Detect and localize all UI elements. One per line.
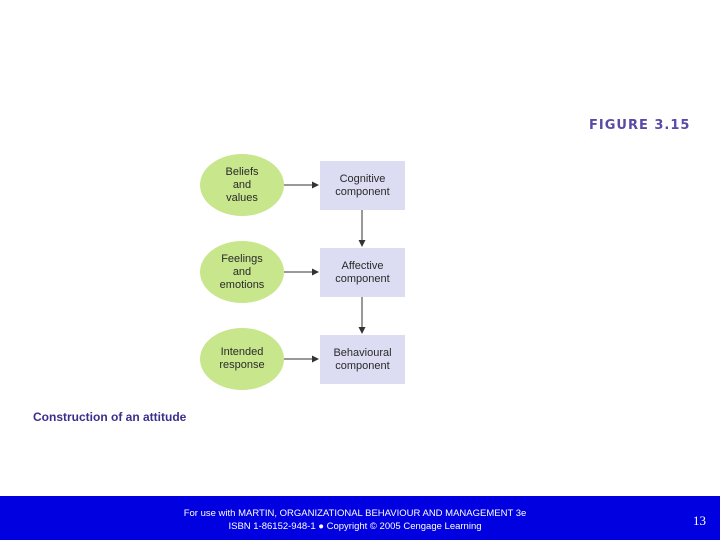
box-cognitive-component: Cognitive component — [320, 161, 405, 210]
box-affective-component: Affective component — [320, 248, 405, 297]
footer-line-1: For use with MARTIN, ORGANIZATIONAL BEHA… — [183, 508, 527, 519]
figure-label: FIGURE 3.15 — [589, 118, 691, 133]
footer-line-2: ISBN 1-86152-948-1 ● Copyright © 2005 Ce… — [228, 521, 482, 532]
box-behavioural-component: Behavioural component — [320, 335, 405, 384]
oval-intended-response: Intended response — [200, 328, 284, 390]
oval-feelings-and-emotions: Feelings and emotions — [200, 241, 284, 303]
figure-caption: Construction of an attitude — [33, 410, 187, 424]
page-number: 13 — [693, 513, 706, 528]
footer-text: For use with MARTIN, ORGANIZATIONAL BEHA… — [140, 507, 570, 533]
oval-beliefs-and-values: Beliefs and values — [200, 154, 284, 216]
footer-bar: For use with MARTIN, ORGANIZATIONAL BEHA… — [0, 496, 720, 540]
